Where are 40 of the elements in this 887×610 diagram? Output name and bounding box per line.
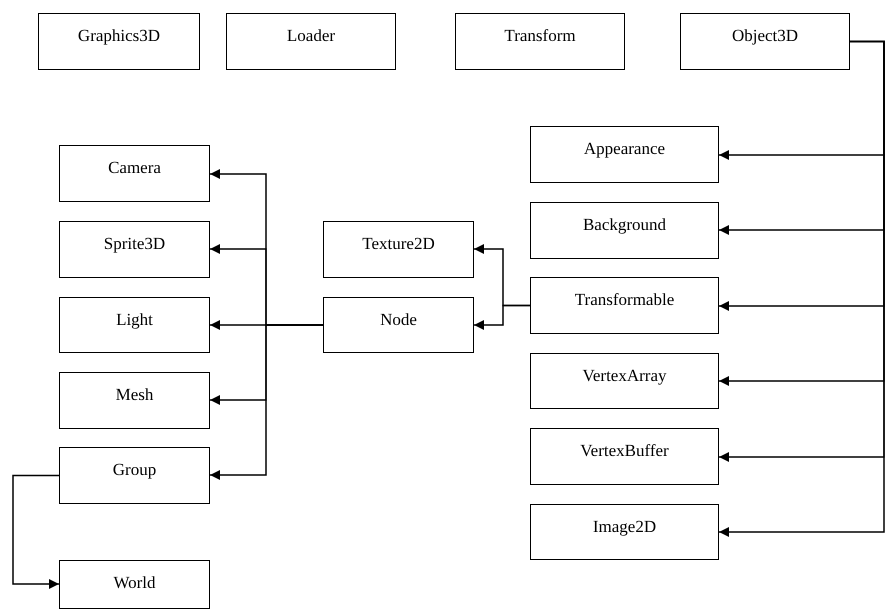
class-name: Light — [116, 310, 153, 330]
class-box — [323, 297, 474, 353]
class-box — [680, 13, 850, 70]
class-box — [455, 13, 625, 70]
class-name: World — [113, 573, 156, 594]
class-name: Background — [582, 215, 666, 236]
class-name: Sprite3D — [104, 234, 166, 254]
arrow — [12, 474, 59, 589]
arrow — [719, 40, 885, 537]
class-name: Group — [112, 460, 156, 480]
class-box — [59, 145, 210, 202]
class-name: VertexArray — [582, 366, 666, 386]
class-box — [59, 372, 210, 429]
class-box — [530, 428, 719, 485]
class-box — [59, 297, 210, 353]
class-name: Camera — [108, 158, 161, 178]
class-name: Appearance — [584, 139, 666, 160]
class-name: Texture2D — [362, 234, 435, 254]
class-box — [530, 504, 719, 560]
arrow — [210, 324, 323, 480]
class-name: Loader — [286, 26, 336, 46]
class-box — [530, 202, 719, 259]
class-box — [59, 221, 210, 278]
class-box — [530, 277, 719, 334]
class-name: Mesh — [116, 385, 154, 406]
class-box — [38, 13, 200, 70]
class-box — [323, 221, 474, 278]
class-name: Transformable — [574, 290, 674, 310]
arrow — [474, 304, 530, 330]
class-name: Object3D — [732, 26, 798, 46]
class-name: VertexBuffer — [580, 441, 669, 462]
class-name: Image2D — [592, 517, 656, 538]
class-box — [59, 447, 210, 504]
class-name: Transform — [504, 26, 576, 46]
class-name: Graphics3D — [78, 26, 160, 46]
class-box — [530, 353, 719, 409]
class-name: Node — [380, 310, 417, 330]
class-box — [226, 13, 396, 70]
class-box — [59, 560, 210, 609]
class-box — [530, 126, 719, 183]
